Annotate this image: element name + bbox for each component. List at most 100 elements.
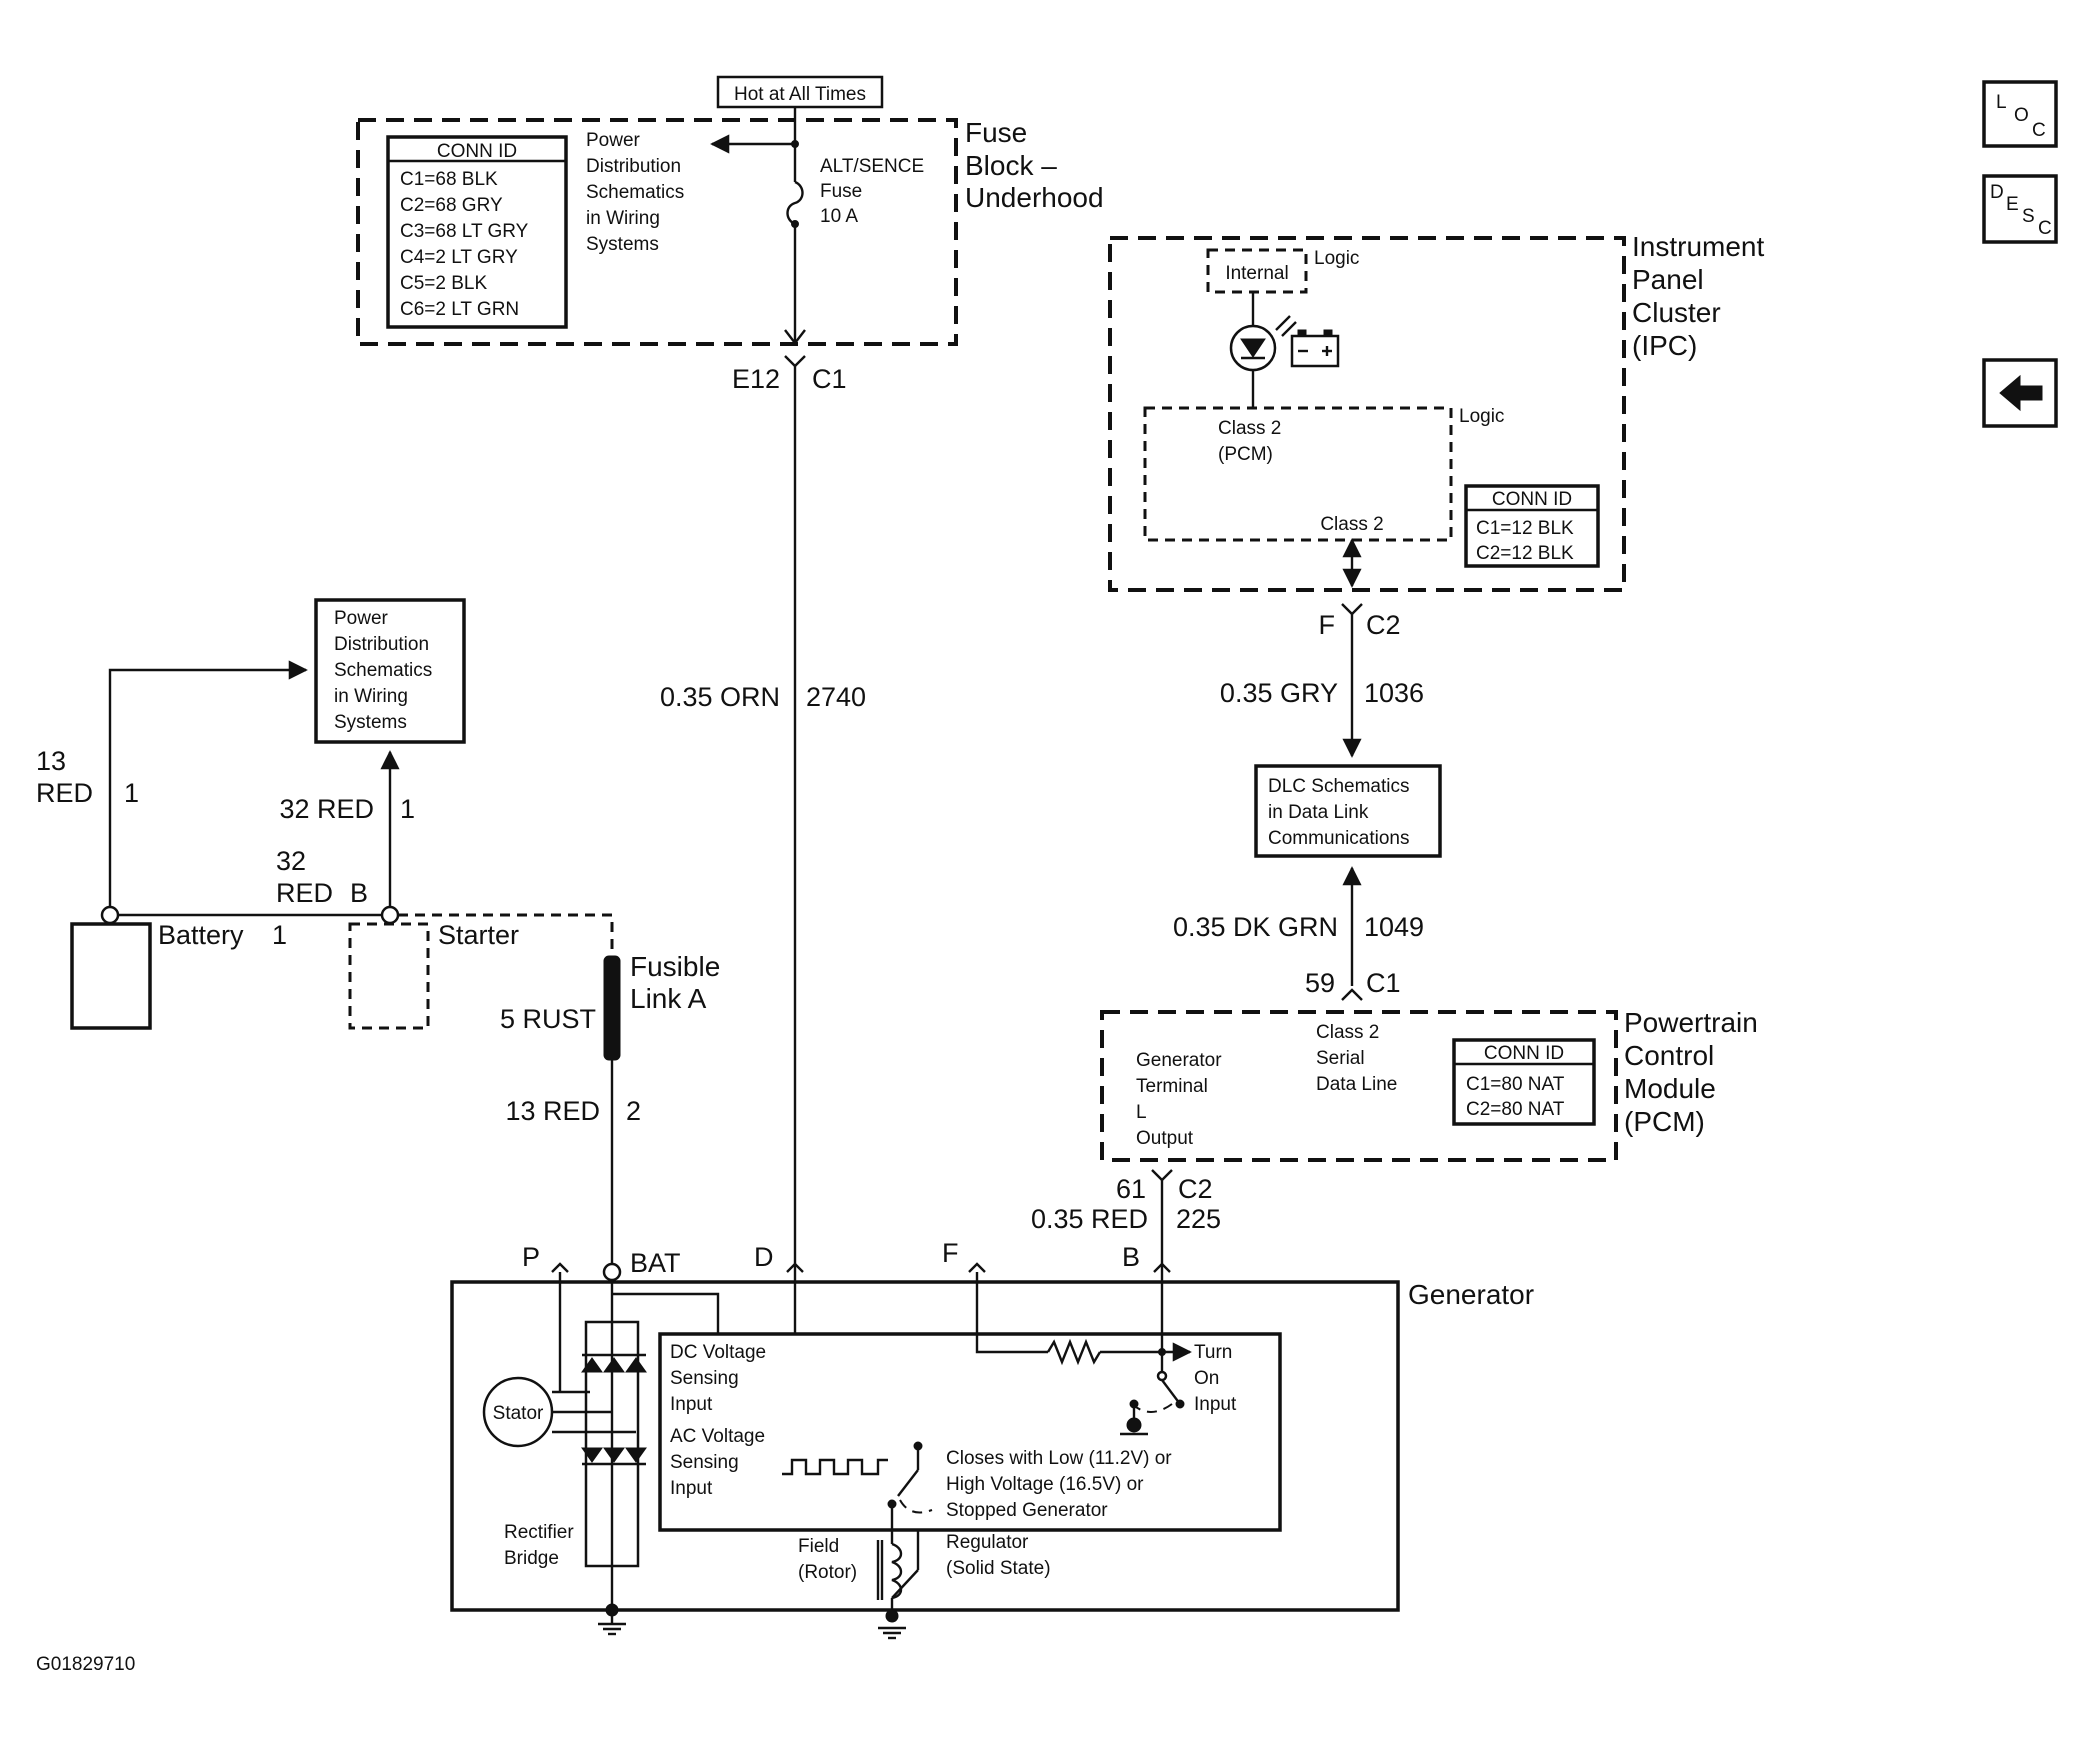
fuse-block-title-3: Underhood [965,182,1104,213]
ipc-title-1: Instrument [1632,231,1764,262]
ground-icon [878,1626,906,1640]
pin-c1-pcm: C1 [1366,968,1401,998]
fuse-name-line: 10 A [820,206,858,227]
pds-line: Power [334,608,389,629]
pcm-class2-line: Class 2 [1316,1022,1379,1043]
pcm-title-2: Control [1624,1040,1714,1071]
wire-dkgrn-gauge: 0.35 DK GRN [1173,912,1338,942]
dlc-schematics-box: DLC Schematics in Data Link Communicatio… [1254,764,1442,858]
pds-line: in Wiring [334,686,408,707]
wire-red-gauge: 0.35 RED [1031,1204,1148,1234]
dc-sensing-line: Input [670,1394,713,1415]
ac-waveform-icon [782,1458,888,1476]
pcm-class2-line: Data Line [1316,1074,1397,1095]
ground-icon [1126,1417,1142,1433]
pcm-conn-row: C2=80 NAT [1466,1099,1565,1120]
wire-gry-circuit: 1036 [1364,678,1424,708]
wire-13red-gauge: 13 [36,746,66,776]
terminal-p: P [522,1242,540,1272]
ground-icon [598,1622,626,1636]
connector-e12-c1: E12 C1 [732,355,847,394]
loc-letter: L [1996,92,2007,113]
generator-label: Generator [1408,1279,1534,1310]
fuse-pds-line: Systems [586,234,659,255]
fuse-conn-row: C2=68 GRY [400,195,503,216]
wire-orn-gauge: 0.35 ORN [660,682,780,712]
ipc-internal: Internal [1225,263,1288,284]
fuse-pds-line: Schematics [586,182,684,203]
pcm-conn-row: C1=80 NAT [1466,1074,1565,1095]
regulator-label: (Solid State) [946,1558,1051,1579]
left-arrow-icon [1999,374,2043,412]
fuse-symbol [786,180,804,226]
pin-e12: E12 [732,364,780,394]
fuse-conn-row: C6=2 LT GRN [400,299,519,320]
hot-at-all-times-label: Hot at All Times [716,75,884,109]
terminal-b: B [1122,1242,1140,1272]
dlc-line: in Data Link [1268,802,1369,823]
pds-line: Schematics [334,660,432,681]
turn-on-line: Input [1194,1394,1237,1415]
ipc-class2-pcm-2: (PCM) [1218,444,1273,465]
generator: Generator P BAT D F B Stator [450,1238,1534,1640]
regulator-box [658,1332,1282,1532]
desc-button[interactable]: D E S C [1982,174,2058,244]
desc-letter: C [2038,218,2052,239]
ipc-logic-1: Logic [1314,248,1359,269]
wire-13red-pin: 1 [124,778,139,808]
hot-at-all-times-text: Hot at All Times [734,84,866,105]
terminal-bat: BAT [630,1248,681,1278]
stator-label: Stator [493,1403,544,1424]
wire-13red-color: RED [36,778,93,808]
battery-pin: 1 [272,920,287,950]
pin-c2-ipc: C2 [1366,610,1401,640]
starter-label: Starter [438,920,519,950]
fuse-pds-line: Power [586,130,641,151]
terminal-d: D [754,1242,774,1272]
connector-f-c2: F C2 [1319,603,1401,640]
ac-sensing-line: Sensing [670,1452,739,1473]
field-label: (Rotor) [798,1562,857,1583]
regulator-label: Regulator [946,1532,1029,1553]
ipc-conn-header: CONN ID [1492,489,1572,510]
instrument-panel-cluster: Instrument Panel Cluster (IPC) Internal … [1108,231,1764,592]
wire-gry-gauge: 0.35 GRY [1220,678,1338,708]
back-button[interactable] [1982,358,2058,428]
dlc-line: DLC Schematics [1268,776,1410,797]
fuse-pds-line: in Wiring [586,208,660,229]
ipc-class2: Class 2 [1320,514,1383,535]
ipc-conn-row: C1=12 BLK [1476,518,1574,539]
pcm-gen-term-line: Generator [1136,1050,1222,1071]
starter: Starter [348,905,614,1030]
ipc-logic-2: Logic [1459,406,1504,427]
desc-letter: E [2006,194,2019,215]
loc-button[interactable]: L O C [1982,80,2058,148]
wire-32red-gauge: 32 RED [279,794,374,824]
wire-dkgrn-circuit: 1049 [1364,912,1424,942]
turn-on-line: On [1194,1368,1219,1389]
ipc-conn-row: C2=12 BLK [1476,543,1574,564]
fuse-conn-row: C1=68 BLK [400,169,498,190]
fuse-block-title-2: Block – [965,150,1057,181]
pds-line: Systems [334,712,407,733]
wire-32red-b-gauge: 32 [276,846,306,876]
pcm-title-3: Module [1624,1073,1716,1104]
resistor-icon [1046,1338,1102,1366]
turn-on-line: Turn [1194,1342,1232,1363]
pcm-gen-term-line: Terminal [1136,1076,1208,1097]
fuse-block-title-1: Fuse [965,117,1027,148]
ipc-title-4: (IPC) [1632,330,1697,361]
wire-32red-b-pin: B [350,878,368,908]
fuse-name-line: ALT/SENCE [820,156,924,177]
wire-13red-battery-pds [108,660,308,915]
fuse-conn-row: C4=2 LT GRY [400,247,518,268]
pcm-title-4: (PCM) [1624,1106,1705,1137]
fuse-block-underhood: Fuse Block – Underhood CONN ID C1=68 BLK… [356,108,1104,346]
battery-label: Battery [158,920,244,950]
battery-icon [1290,329,1340,368]
pcm-class2-line: Serial [1316,1048,1365,1069]
pcm-conn-header: CONN ID [1484,1043,1564,1064]
wire-32red-pin: 1 [400,794,415,824]
wire-32red-b-color: RED [276,878,333,908]
